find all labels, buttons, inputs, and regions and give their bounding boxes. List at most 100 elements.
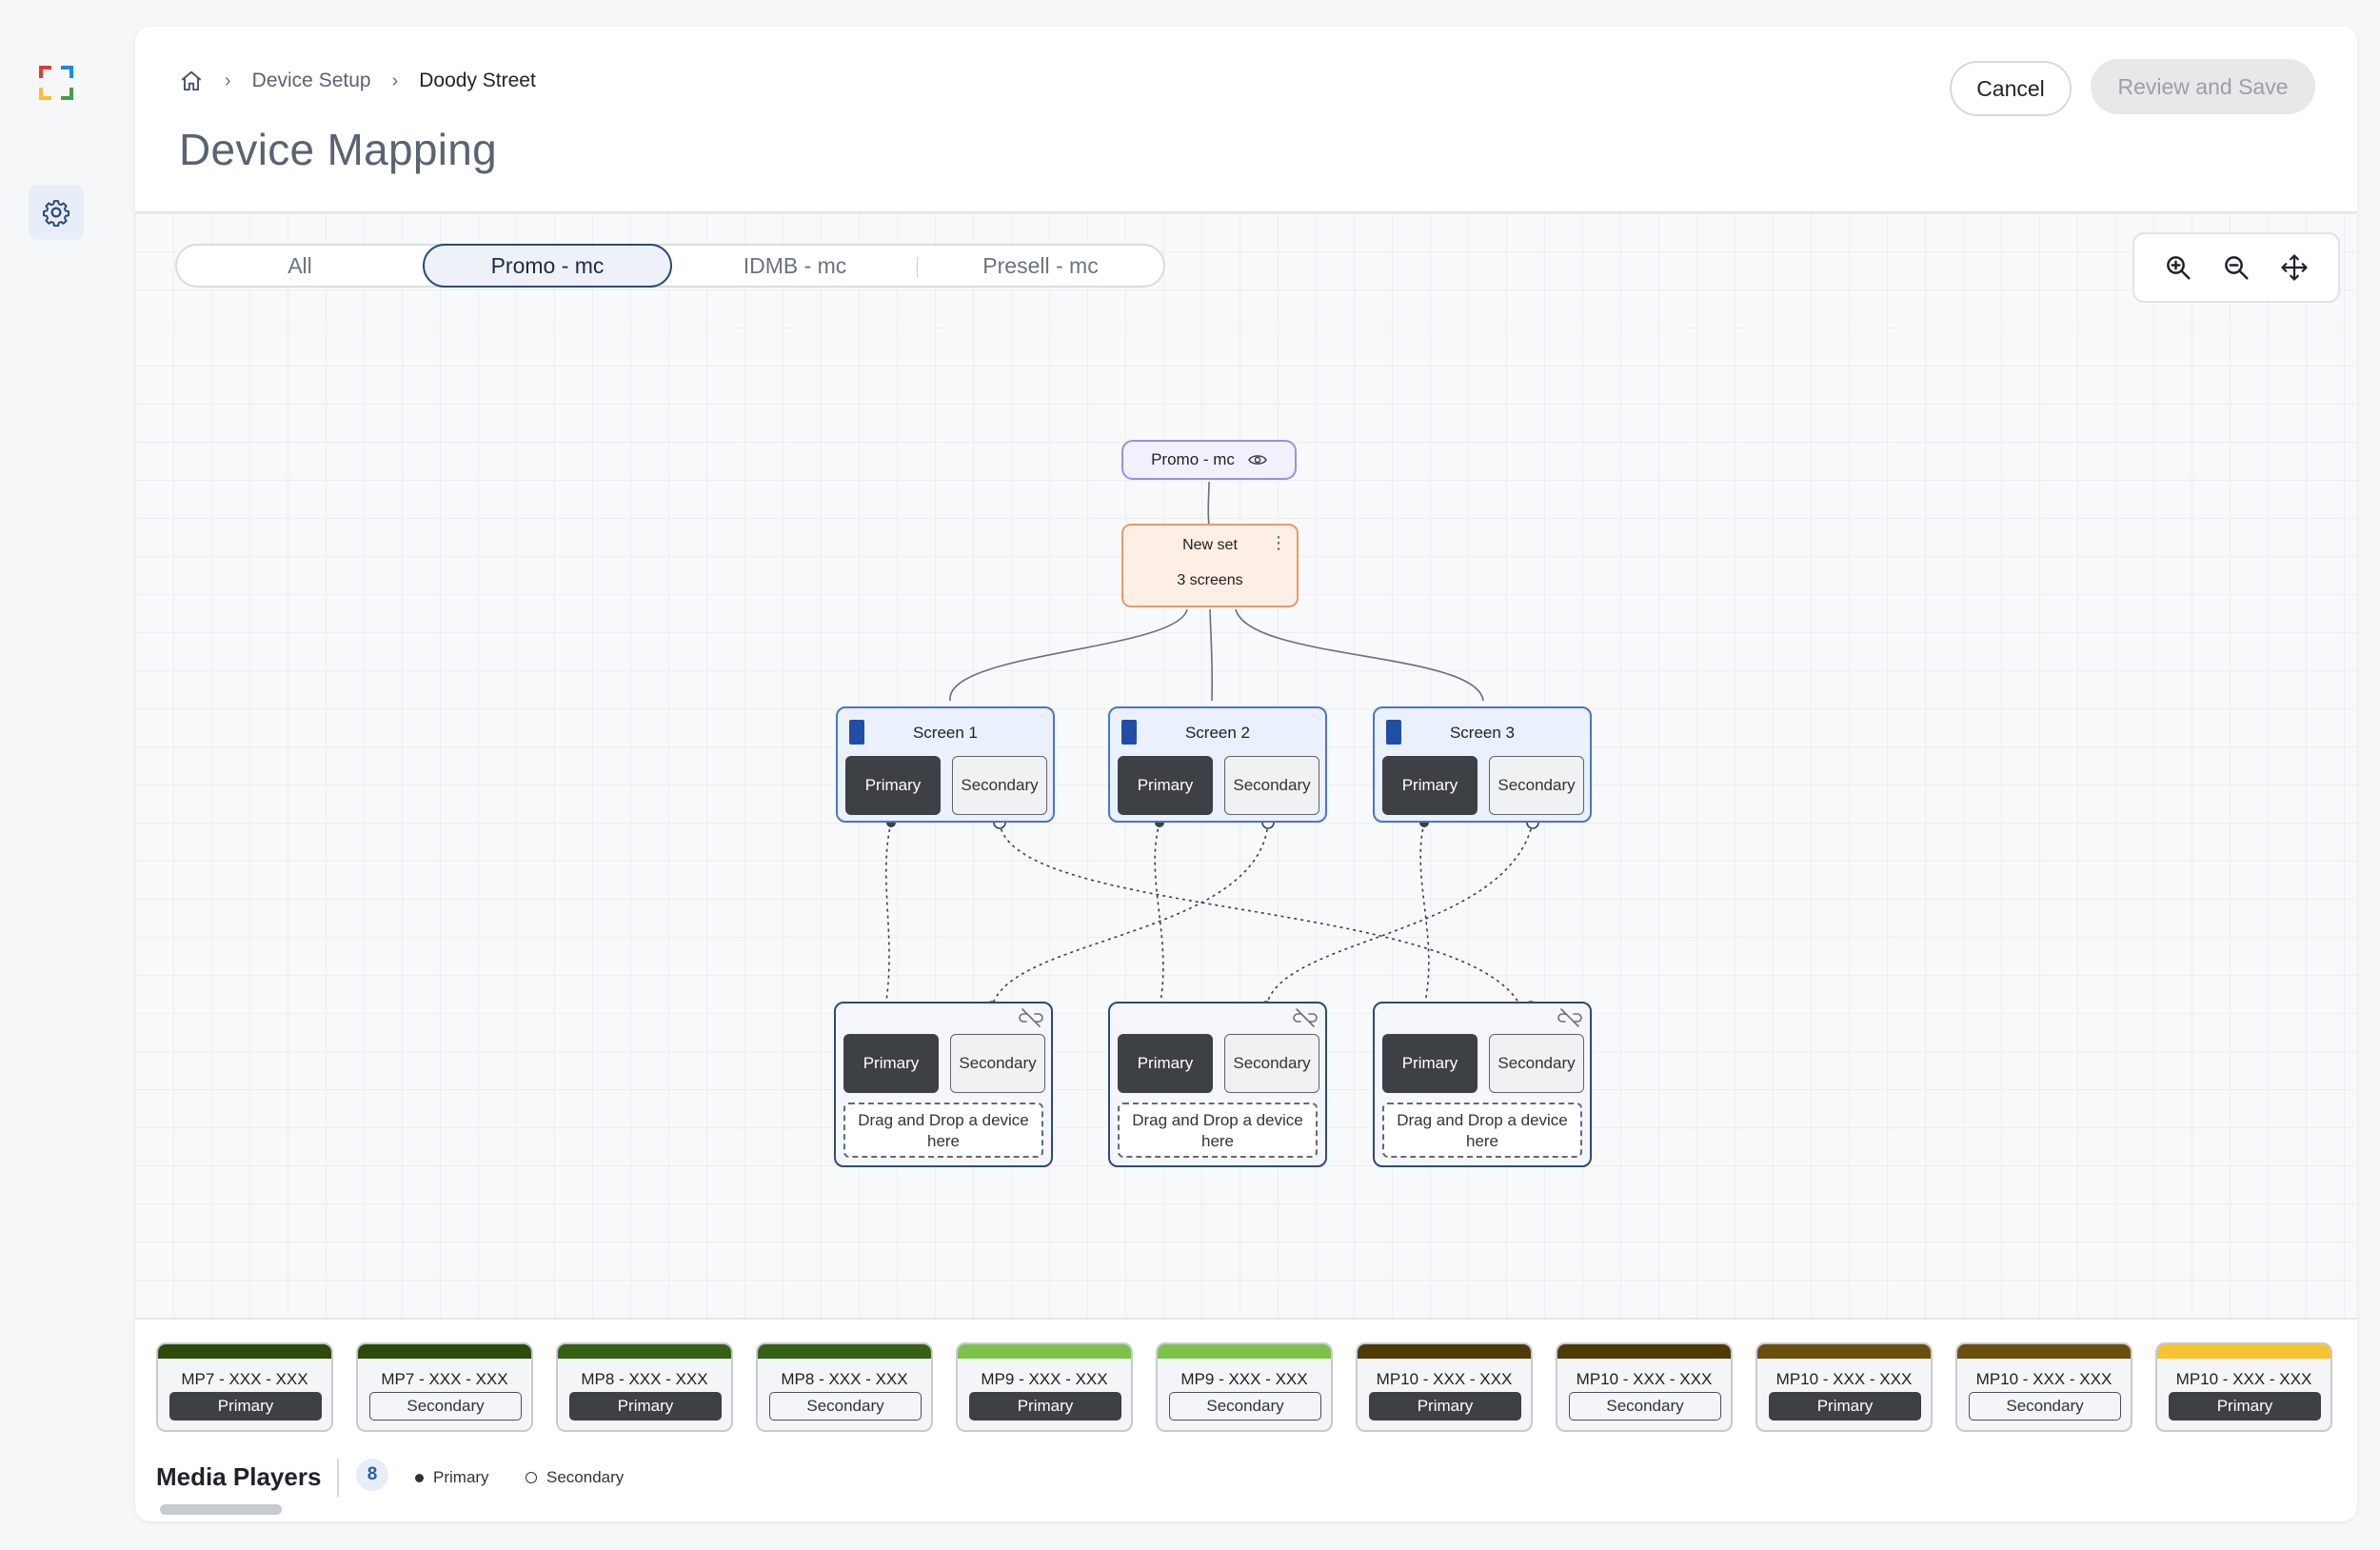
- media-player-color-strip: [1757, 1344, 1931, 1359]
- breadcrumb-current: Doody Street: [419, 70, 536, 91]
- media-player-card[interactable]: MP10 - XXX - XXX Primary: [1755, 1342, 1933, 1432]
- device-dropzone[interactable]: Drag and Drop a device here: [1382, 1103, 1582, 1158]
- media-player-role-tag: Secondary: [1969, 1392, 2121, 1421]
- primary-slot[interactable]: Primary: [1382, 1034, 1478, 1093]
- unlink-icon[interactable]: [1019, 1007, 1043, 1028]
- media-player-card[interactable]: MP7 - XXX - XXX Secondary: [356, 1342, 533, 1432]
- fit-view-button[interactable]: [2273, 247, 2315, 288]
- media-player-color-strip: [958, 1344, 1131, 1359]
- media-player-name: MP10 - XXX - XXX: [1975, 1370, 2112, 1388]
- media-player-color-strip: [1358, 1344, 1531, 1359]
- group-tabs: All Promo - mc IDMB - mc Presell - mc: [175, 244, 1165, 288]
- device-dropzone[interactable]: Drag and Drop a device here: [1118, 1103, 1318, 1158]
- secondary-slot[interactable]: Secondary: [952, 756, 1047, 815]
- screen-node-1[interactable]: Screen 1 Primary Secondary: [836, 706, 1055, 823]
- media-players-title: Media Players: [156, 1462, 322, 1491]
- media-player-card[interactable]: MP9 - XXX - XXX Secondary: [1156, 1342, 1333, 1432]
- primary-slot[interactable]: Primary: [1118, 756, 1213, 815]
- chevron-right-icon: ›: [391, 70, 399, 91]
- zoom-in-icon: [2167, 256, 2191, 280]
- secondary-slot[interactable]: Secondary: [1489, 756, 1584, 815]
- media-player-card[interactable]: MP7 - XXX - XXX Primary: [156, 1342, 333, 1432]
- device-slots: Primary Secondary: [843, 1034, 1045, 1093]
- cancel-button[interactable]: Cancel: [1950, 61, 2072, 116]
- media-player-color-strip: [1557, 1344, 1731, 1359]
- home-icon[interactable]: [179, 69, 204, 93]
- media-player-name: MP8 - XXX - XXX: [581, 1370, 708, 1388]
- media-player-color-strip: [158, 1344, 331, 1359]
- device-node-3[interactable]: Primary Secondary Drag and Drop a device…: [1373, 1002, 1592, 1167]
- move-icon: [2281, 254, 2308, 281]
- zoom-out-button[interactable]: [2215, 247, 2257, 288]
- screen-title: Screen 3: [1449, 724, 1516, 742]
- settings-nav-item[interactable]: [29, 185, 84, 240]
- device-node-2[interactable]: Primary Secondary Drag and Drop a device…: [1108, 1002, 1327, 1167]
- media-player-card[interactable]: MP9 - XXX - XXX Primary: [956, 1342, 1133, 1432]
- screen-slots: Primary Secondary: [845, 756, 1047, 815]
- media-player-name: MP9 - XXX - XXX: [1180, 1370, 1308, 1388]
- media-player-card[interactable]: MP10 - XXX - XXX Secondary: [1955, 1342, 2132, 1432]
- divider: [337, 1459, 339, 1497]
- primary-slot[interactable]: Primary: [845, 756, 941, 815]
- screen-title: Screen 1: [912, 724, 979, 742]
- media-player-role-tag: Secondary: [369, 1392, 522, 1421]
- media-player-name: MP9 - XXX - XXX: [981, 1370, 1108, 1388]
- screen-node-2[interactable]: Screen 2 Primary Secondary: [1108, 706, 1327, 823]
- chevron-right-icon: ›: [225, 70, 231, 91]
- tab-idmb-mc[interactable]: IDMB - mc: [672, 246, 918, 286]
- legend-primary: Primary: [415, 1468, 489, 1487]
- eye-icon[interactable]: [1248, 453, 1267, 467]
- left-rail: [0, 0, 133, 1550]
- media-player-name: MP7 - XXX - XXX: [381, 1370, 508, 1388]
- app-logo-icon[interactable]: [38, 65, 74, 101]
- media-player-role-tag: Primary: [969, 1392, 1121, 1421]
- horizontal-scrollbar[interactable]: [160, 1504, 282, 1515]
- media-player-color-strip: [358, 1344, 531, 1359]
- unlink-icon[interactable]: [1293, 1007, 1318, 1028]
- device-dropzone[interactable]: Drag and Drop a device here: [843, 1103, 1043, 1158]
- media-player-role-tag: Primary: [1769, 1392, 1921, 1421]
- review-and-save-button[interactable]: Review and Save: [2091, 59, 2315, 114]
- more-vertical-icon[interactable]: ⋮: [1270, 533, 1287, 552]
- media-player-role-tag: Primary: [569, 1392, 722, 1421]
- media-player-role-tag: Secondary: [1169, 1392, 1321, 1421]
- main-card: › Device Setup › Doody Street Device Map…: [135, 27, 2357, 1521]
- unlink-icon[interactable]: [1557, 1007, 1582, 1028]
- media-player-color-strip: [558, 1344, 731, 1359]
- device-node-1[interactable]: Primary Secondary Drag and Drop a device…: [834, 1002, 1053, 1167]
- media-player-role-tag: Primary: [169, 1392, 322, 1421]
- tab-promo-mc[interactable]: Promo - mc: [423, 244, 672, 288]
- media-player-name: MP10 - XXX - XXX: [1376, 1370, 1513, 1388]
- page-title: Device Mapping: [179, 125, 498, 174]
- media-player-name: MP10 - XXX - XXX: [2175, 1370, 2312, 1388]
- zoom-controls: [2132, 232, 2340, 303]
- primary-slot[interactable]: Primary: [1118, 1034, 1213, 1093]
- media-player-color-strip: [758, 1344, 931, 1359]
- secondary-slot[interactable]: Secondary: [1489, 1034, 1584, 1093]
- device-slots: Primary Secondary: [1118, 1034, 1319, 1093]
- primary-slot[interactable]: Primary: [843, 1034, 939, 1093]
- breadcrumb-device-setup[interactable]: Device Setup: [251, 70, 371, 91]
- media-player-name: MP10 - XXX - XXX: [1775, 1370, 1913, 1388]
- media-player-card[interactable]: MP8 - XXX - XXX Primary: [556, 1342, 733, 1432]
- media-player-name: MP8 - XXX - XXX: [781, 1370, 908, 1388]
- screen-node-3[interactable]: Screen 3 Primary Secondary: [1373, 706, 1592, 823]
- media-player-role-tag: Primary: [2169, 1392, 2321, 1421]
- secondary-slot[interactable]: Secondary: [950, 1034, 1045, 1093]
- root-node-promo-mc[interactable]: Promo - mc: [1121, 440, 1297, 480]
- tab-all[interactable]: All: [288, 252, 312, 278]
- media-player-name: MP7 - XXX - XXX: [181, 1370, 308, 1388]
- mapping-canvas[interactable]: All Promo - mc IDMB - mc Presell - mc: [135, 213, 2357, 1318]
- secondary-slot[interactable]: Secondary: [1224, 1034, 1319, 1093]
- set-node[interactable]: New set ⋮ 3 screens: [1121, 524, 1299, 607]
- screen-icon: [1121, 720, 1137, 745]
- tab-presell-mc[interactable]: Presell - mc: [982, 252, 1099, 278]
- media-player-card[interactable]: MP10 - XXX - XXX Primary: [2155, 1342, 2332, 1432]
- primary-slot[interactable]: Primary: [1382, 756, 1478, 815]
- legend-secondary: Secondary: [526, 1468, 624, 1487]
- secondary-slot[interactable]: Secondary: [1224, 756, 1319, 815]
- zoom-in-button[interactable]: [2157, 247, 2199, 288]
